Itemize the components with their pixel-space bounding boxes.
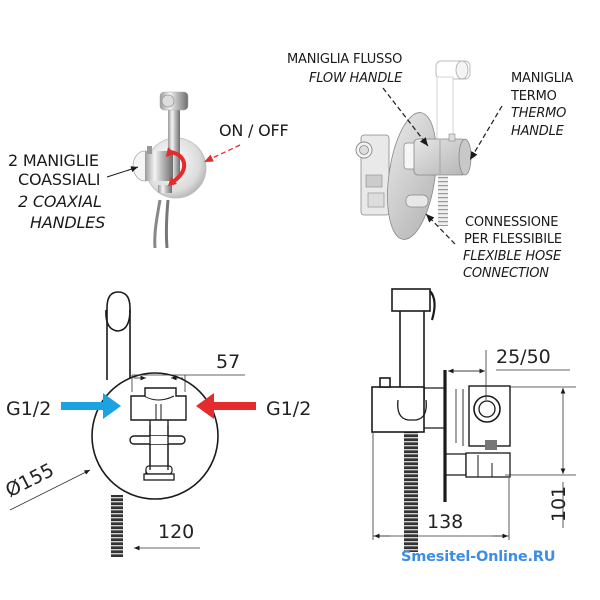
flow-handle-label-en: FLOW HANDLE — [309, 71, 403, 86]
coaxial-handles-label-it-2: COASSIALI — [18, 170, 101, 189]
dim-138-label: 138 — [427, 511, 464, 533]
product-photo — [132, 91, 207, 249]
dim-57-lines — [131, 374, 245, 392]
thermo-handle-label-it-2: TERMO — [511, 89, 557, 104]
coaxial-handles-label-en-2: HANDLES — [30, 213, 106, 232]
dim-57-label: 57 — [216, 351, 241, 373]
thermo-handle-label-en-2: HANDLE — [511, 124, 564, 139]
product-3d-render — [355, 60, 472, 240]
flow-handle-label-it: MANIGLIA FLUSSO — [287, 52, 403, 67]
hose-connection-label-en-1: FLEXIBLE HOSE — [463, 249, 562, 264]
coaxial-handles-label-en-1: 2 COAXIAL — [18, 192, 102, 211]
coaxial-handles-pointer — [106, 166, 139, 178]
on-off-label: ON / OFF — [219, 121, 289, 140]
coaxial-handles-label-it-1: 2 MANIGLIE — [8, 151, 99, 170]
front-view-drawing — [91, 291, 219, 557]
hot-inlet-arrow — [196, 393, 256, 419]
hose-connection-pointer — [425, 213, 456, 245]
side-view-drawing — [371, 288, 511, 552]
on-off-pointer — [203, 144, 241, 163]
hose-connection-label-it-1: CONNESSIONE — [465, 215, 559, 230]
flow-handle-pointer — [382, 87, 429, 147]
dim-25-50-label: 25/50 — [496, 346, 551, 368]
hose-connection-label-en-2: CONNECTION — [463, 266, 549, 281]
cold-inlet-arrow — [61, 393, 121, 419]
side-dim-lines — [372, 350, 576, 540]
dim-120-label: 120 — [158, 521, 195, 543]
thermo-handle-label-en-1: THERMO — [511, 106, 567, 121]
thermo-handle-label-it-1: MANIGLIA — [511, 71, 574, 86]
diameter-leader — [9, 469, 91, 511]
watermark: Smesitel-Online.RU — [401, 549, 556, 565]
thermo-handle-pointer — [469, 105, 503, 161]
hose-connection-label-it-2: PER FLESSIBILE — [464, 232, 562, 247]
cold-inlet-label: G1/2 — [6, 398, 52, 420]
dim-101-label: 101 — [548, 485, 571, 523]
hot-inlet-label: G1/2 — [266, 398, 312, 420]
